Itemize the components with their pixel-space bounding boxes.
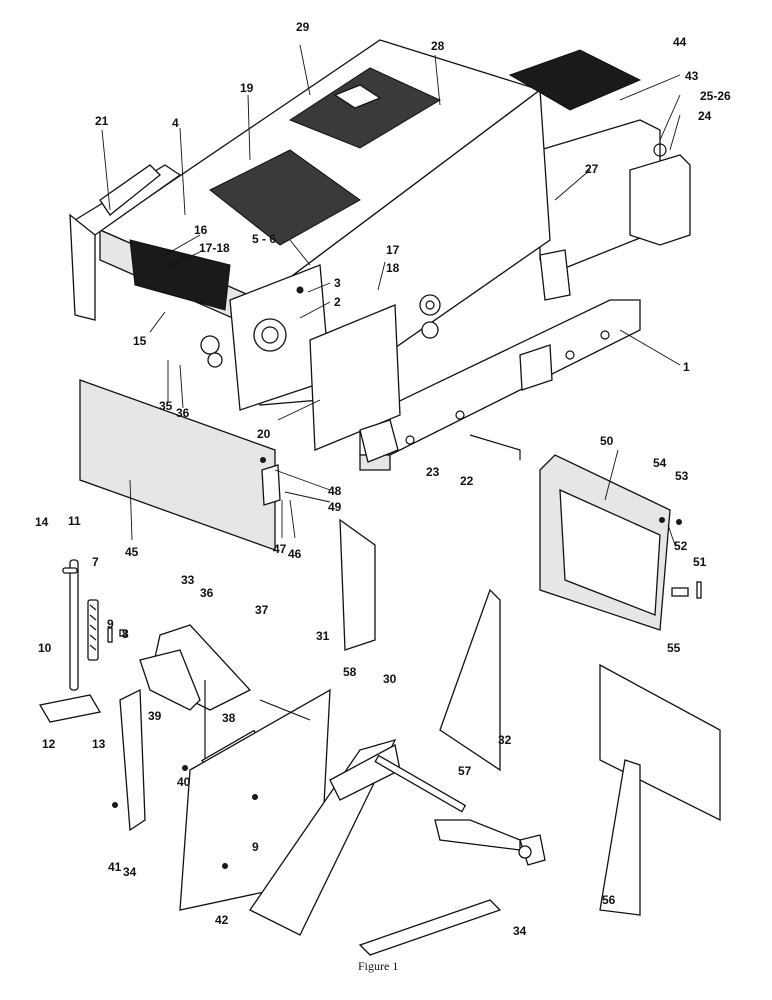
hood-grille-front: [209, 149, 361, 246]
panel-57: [439, 588, 501, 772]
callout-42: 42: [215, 913, 229, 927]
callout-46: 46: [288, 547, 302, 561]
callout-52: 52: [674, 539, 688, 553]
callout-47: 47: [273, 542, 287, 556]
callout-36: 36: [176, 406, 190, 420]
linkage-assembly: [249, 738, 546, 956]
callout-37: 37: [255, 603, 269, 617]
panel-58: [339, 518, 376, 651]
callout-14: 14: [35, 515, 49, 529]
callout-labels: 1 2 3 4 5 - 6 7 8 9 10 11 12 13 14 15 16…: [35, 20, 731, 973]
callout-5-6: 5 - 6: [252, 232, 276, 246]
callout-32: 32: [498, 733, 512, 747]
battery-pad: [508, 49, 642, 111]
callout-15: 15: [133, 334, 147, 348]
panel-55: [599, 663, 721, 822]
callout-43: 43: [685, 69, 699, 83]
callout-41: 41: [108, 860, 122, 874]
callout-53: 53: [675, 469, 689, 483]
panel-56: [599, 759, 641, 916]
callout-39: 39: [148, 709, 162, 723]
figure-caption: Figure 1: [358, 959, 398, 973]
front-grille-panel: [129, 239, 231, 311]
callout-18b: 18: [386, 261, 400, 275]
callout-55: 55: [667, 641, 681, 655]
pivot-parts: [38, 559, 127, 723]
callout-56: 56: [602, 893, 616, 907]
callout-3: 3: [334, 276, 341, 290]
rear-bracket: [629, 154, 691, 246]
callout-16: 16: [194, 223, 208, 237]
hood-grille-rear: [288, 67, 442, 149]
callout-8: 8: [122, 627, 129, 641]
callout-36b: 36: [200, 586, 214, 600]
leader-lines: [101, 44, 681, 546]
callout-17b: 17: [386, 243, 400, 257]
callout-27: 27: [585, 162, 599, 176]
callout-44: 44: [673, 35, 687, 49]
callout-40: 40: [177, 775, 191, 789]
callout-30: 30: [383, 672, 397, 686]
front-bumper: [99, 164, 161, 216]
callout-12: 12: [42, 737, 56, 751]
callout-23: 23: [426, 465, 440, 479]
callout-54: 54: [653, 456, 667, 470]
callout-25-26: 25-26: [700, 89, 731, 103]
callout-33: 33: [181, 573, 195, 587]
callout-21: 21: [95, 114, 109, 128]
callout-50: 50: [600, 434, 614, 448]
callout-34: 34: [123, 865, 137, 879]
front-plate-45: [79, 379, 281, 551]
callout-19: 19: [240, 81, 254, 95]
callout-22: 22: [460, 474, 474, 488]
callout-24: 24: [698, 109, 712, 123]
loose-panels: [339, 434, 721, 916]
callout-48: 48: [328, 484, 342, 498]
callout-10: 10: [38, 641, 52, 655]
callout-45: 45: [125, 545, 139, 559]
callout-31: 31: [316, 629, 330, 643]
callout-2: 2: [334, 295, 341, 309]
callout-11: 11: [68, 514, 81, 528]
callout-20: 20: [257, 427, 271, 441]
callout-29: 29: [296, 20, 310, 34]
front-side-panel: [69, 213, 96, 321]
side-cover-plate: [309, 304, 401, 451]
callout-1: 1: [683, 360, 690, 374]
main-frame-assembly: [69, 39, 691, 471]
callout-17-18: 17-18: [199, 241, 230, 255]
callout-9: 9: [107, 617, 114, 631]
callout-49: 49: [328, 500, 342, 514]
callout-57: 57: [458, 764, 472, 778]
callout-38: 38: [222, 711, 236, 725]
callout-35: 35: [159, 399, 173, 413]
callout-7: 7: [92, 555, 99, 569]
callout-28: 28: [431, 39, 445, 53]
callout-34b: 34: [513, 924, 527, 938]
callout-13: 13: [92, 737, 106, 751]
callout-9b: 9: [252, 840, 259, 854]
callout-51: 51: [693, 555, 707, 569]
callout-4: 4: [172, 116, 179, 130]
callout-58: 58: [343, 665, 357, 679]
